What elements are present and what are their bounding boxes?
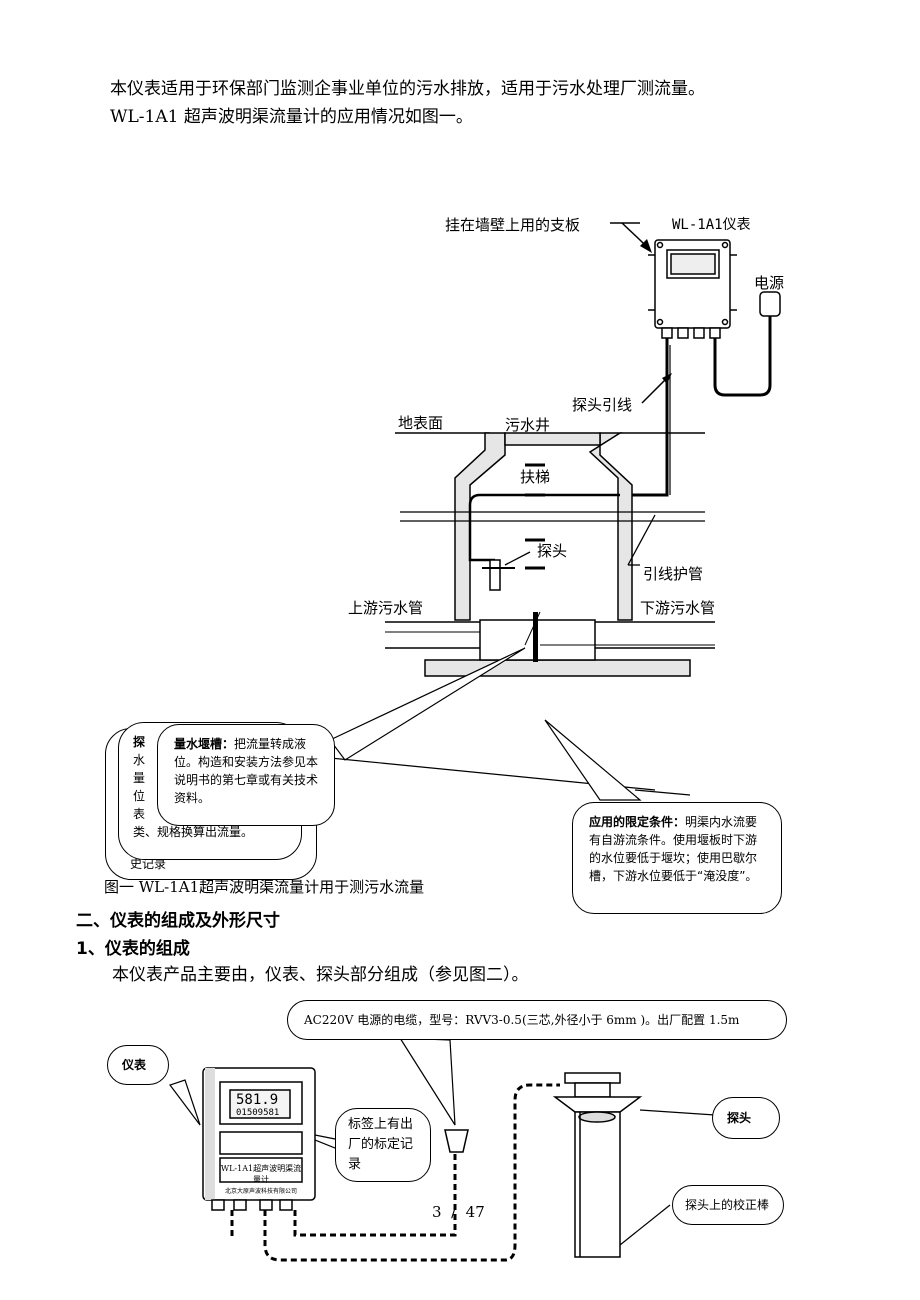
callout-behind-a-line: 位 xyxy=(133,789,146,803)
callout-behind-a-line: 类、规格换算出流量。 xyxy=(133,825,254,839)
upstream-label: 上游污水管 xyxy=(348,599,424,617)
conduit-label: 引线护管 xyxy=(643,565,704,583)
bracket-label: 挂在墙壁上用的支板 xyxy=(445,216,581,234)
rod-callout: 探头上的校正棒 xyxy=(672,1185,784,1225)
figure-1-caption: 图一 WL-1A1超声波明渠流量计用于测污水流量 xyxy=(104,878,425,896)
intro-line-1: 本仪表适用于环保部门监测企事业单位的污水排放，适用于污水处理厂测流量。 xyxy=(110,79,705,99)
ladder-label: 扶梯 xyxy=(520,468,551,486)
callout-behind-b-tail: 史记录 xyxy=(130,857,167,871)
meter-callout: 仪表 xyxy=(107,1045,169,1085)
downstream-label: 下游污水管 xyxy=(640,599,716,617)
meter-name: WL-1A1超声波明渠流量计 xyxy=(220,1164,302,1184)
probe-callout: 探头 xyxy=(712,1097,780,1139)
callout-behind-a-line: 水 xyxy=(133,753,146,767)
probe-label: 探头 xyxy=(537,542,568,560)
ground-label: 地表面 xyxy=(398,414,444,432)
callout-weir-title: 量水堰槽： xyxy=(174,737,235,751)
page-number: 3 / 47 xyxy=(432,1203,485,1221)
meter-display-total: 01509581 xyxy=(236,1108,280,1118)
callout-weir: 量水堰槽：把流量转成液位。构造和安装方法参见本说明书的第七章或有关技术资料。 xyxy=(157,724,335,826)
callout-weir-body: 把流量转成液位。构造和安装方法参见本说明书的第七章或有关技术资料。 xyxy=(174,737,319,805)
label-callout: 标签上有出厂的标定记录 xyxy=(335,1108,431,1182)
callout-limit: 应用的限定条件：明渠内水流要有自游流条件。使用堰板时下游的水位要低于堰坎；使用巴… xyxy=(572,802,782,914)
section-2-1-title: 1、仪表的组成 xyxy=(76,939,190,959)
well-label: 污水井 xyxy=(505,416,551,434)
meter-maker: 北京大原声波科技有限公司 xyxy=(224,1188,297,1195)
power-label: 电源 xyxy=(754,274,785,292)
callout-limit-title: 应用的限定条件： xyxy=(589,815,686,829)
probe-cable-label: 探头引线 xyxy=(572,396,633,414)
section-2-title: 二、仪表的组成及外形尺寸 xyxy=(76,911,280,931)
cable-callout: AC220V 电源的电缆，型号：RVV3-0.5(三芯,外径小于 6mm )。出… xyxy=(287,1000,787,1040)
callout-limit-body: 明渠内水流要有自游流条件。使用堰板时下游的水位要低于堰坎；使用巴歇尔槽，下游水位… xyxy=(589,815,758,883)
meter-display-value: 581.9 xyxy=(236,1092,279,1108)
section-2-body: 本仪表产品主要由，仪表、探头部分组成（参见图二）。 xyxy=(112,965,529,985)
callout-behind-a-line: 表 xyxy=(133,807,146,821)
meter-label: WL-1A1仪表 xyxy=(672,217,751,233)
intro-line-2: WL-1A1 超声波明渠流量计的应用情况如图一。 xyxy=(110,107,473,127)
wall-meter xyxy=(648,239,737,339)
callout-behind-a-line: 量 xyxy=(133,771,146,785)
callout-behind-a-title: 探 xyxy=(133,735,146,749)
